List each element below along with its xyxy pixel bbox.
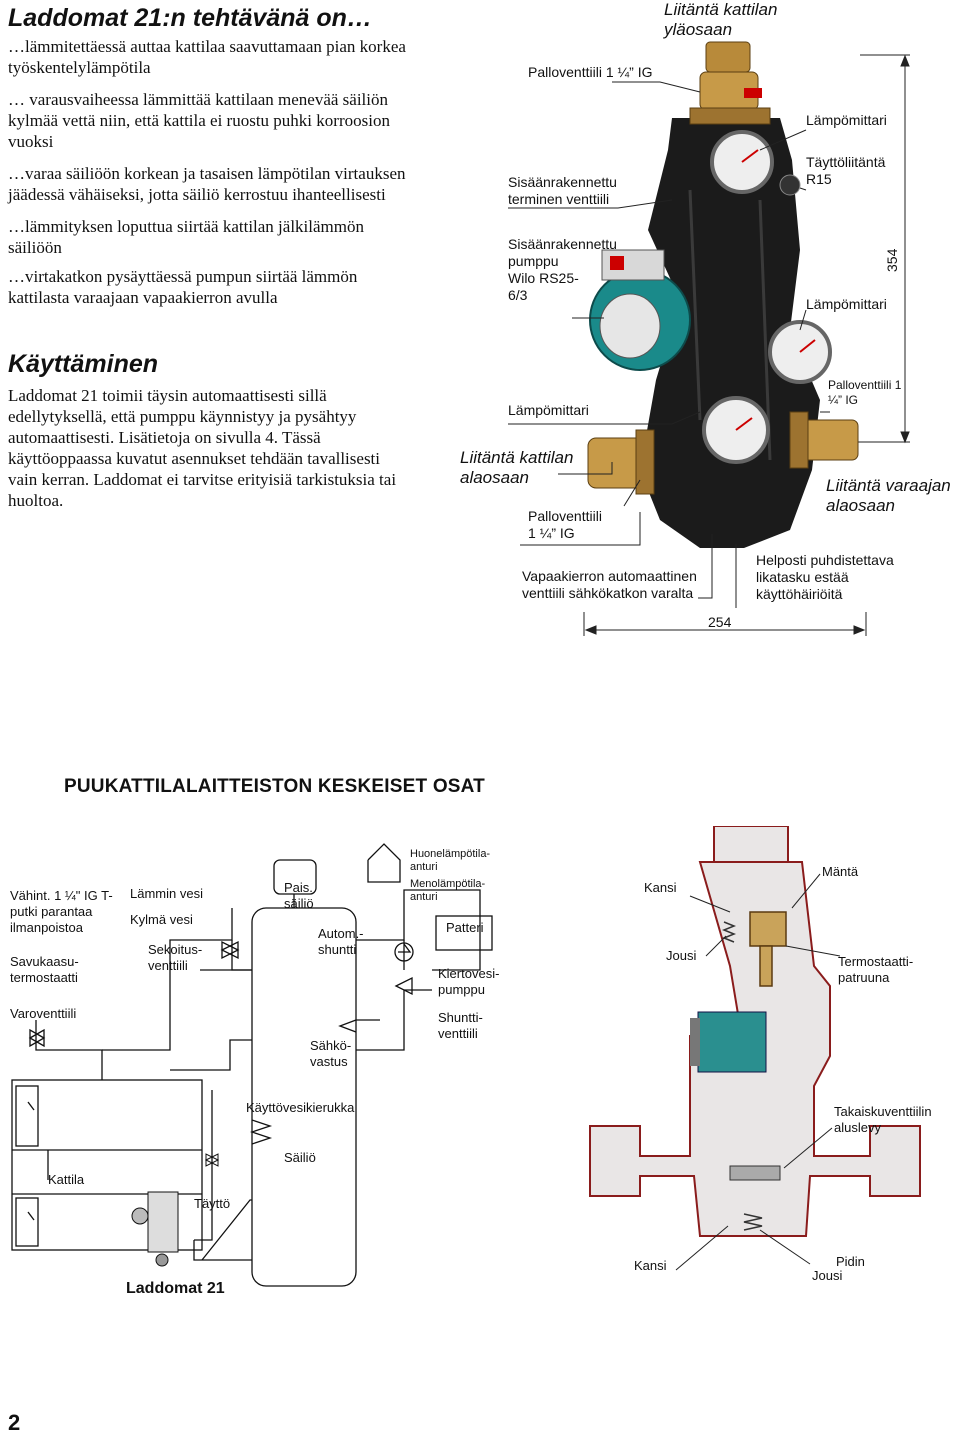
system-schematic-diagram	[11, 843, 493, 1287]
width-dimension-value: 254	[708, 614, 732, 630]
label-room-sensor: Huonelämpötila-anturi	[410, 848, 491, 873]
label-mixing-valve: Sekoitus­venttiili	[148, 942, 203, 973]
label-hot-water: Lämmin vesi	[130, 886, 203, 901]
thermometer-bottom	[702, 396, 770, 464]
radiator-shape	[435, 915, 493, 951]
label-ball-valve-right: Palloventtiili 1 ¼” IG	[828, 378, 902, 407]
spring-top	[721, 921, 737, 943]
label-exp-tank: Pais. säiliö	[284, 880, 314, 911]
thermometer-top	[710, 130, 774, 194]
label-ball-valve-bottom: Palloventtiili 1 ¼” IG	[528, 508, 602, 541]
label-easy-clean: Helposti puhdistettava likatasku estää k…	[756, 552, 894, 602]
label-cold-water: Kylmä vesi	[130, 912, 193, 927]
page-number: 2	[8, 1410, 21, 1435]
safety-valve-symbol	[28, 1028, 46, 1048]
task-item-1: …lämmitettäessä auttaa kattilaa saavutta…	[8, 37, 406, 77]
height-dimension-line	[808, 54, 910, 444]
label-t-pipe: Vähint. 1 ¼" IG T-putki parantaa ilmanpo…	[10, 888, 113, 935]
right-ball-valve	[789, 411, 859, 469]
label-spring-bottom: Jousi	[812, 1268, 843, 1283]
label-safety-valve: Varoventtiili	[10, 1006, 77, 1021]
top-port	[713, 826, 789, 863]
task-item-2: … varausvaiheessa lämmittää kattilaan me…	[8, 90, 390, 151]
label-flue-thermostat: Savukaasu­termostaatti	[10, 954, 79, 985]
label-lid-top: Kansi	[644, 880, 677, 895]
label-tank-connection: Liitäntä varaajan alaosaan	[826, 476, 951, 515]
laddomat-product-illustration	[508, 41, 910, 636]
usage-text: Laddomat 21 toimii täysin automaattisest…	[8, 386, 397, 510]
electric-heater	[338, 1019, 357, 1033]
left-ball-valve	[587, 429, 655, 495]
label-pump: Sisäänrakennettu pumppu Wilo RS25-6/3	[508, 236, 617, 303]
check-valve-seat	[729, 1165, 781, 1181]
mixing-valve-symbol	[220, 940, 240, 960]
label-circ-pump: Kiertovesi­pumppu	[438, 966, 500, 997]
pump-section	[690, 1011, 767, 1073]
circulation-pump	[589, 249, 691, 371]
thermometer-middle	[768, 320, 832, 384]
label-electric-heater: Sähkö­vastus	[310, 1038, 352, 1069]
thermostat-cartridge	[759, 945, 773, 987]
label-radiator: Patteri	[446, 920, 484, 935]
tasks-list: …lämmitettäessä auttaa kattilaa saavutta…	[8, 36, 408, 308]
top-ball-valve	[689, 41, 771, 125]
valve-body	[640, 118, 820, 548]
label-hot-water-coil: Käyttövesikierukka	[246, 1100, 355, 1115]
label-check-valve-seat: Takaiskuventtiilin aluslevy	[834, 1104, 932, 1135]
label-lid-bottom: Kansi	[634, 1258, 667, 1273]
label-thermostat-cartridge: Termostaatti­patruuna	[838, 954, 914, 985]
label-thermometer-3: Lämpömittari	[508, 402, 589, 418]
label-shunt-valve: Shuntti­venttiili	[438, 1010, 483, 1041]
expansion-tank-shape	[273, 859, 317, 895]
task-item-5: …virtakatkon pysäyttäessä pumpun siirtää…	[8, 267, 358, 307]
hot-water-coil	[249, 1119, 273, 1145]
label-filling: Täyttö	[194, 1196, 231, 1211]
label-spring-top: Jousi	[666, 948, 697, 963]
laddomat-cutaway-diagram	[589, 826, 921, 1271]
label-boiler: Kattila	[48, 1172, 85, 1187]
laddomat-symbol	[131, 1191, 179, 1267]
label-thermometer-2: Lämpömittari	[806, 296, 887, 312]
tasks-title: Laddomat 21:n tehtävänä on…	[8, 4, 372, 32]
label-top-connection: Liitäntä kattilan yläosaan	[664, 0, 778, 39]
circulation-pump-symbol	[394, 942, 414, 962]
label-auto-shunt: Autom.-shuntti	[318, 926, 364, 957]
label-flow-sensor: Menolämpötila-anturi	[410, 878, 486, 903]
usage-title: Käyttäminen	[8, 350, 159, 378]
width-dimension-line	[583, 612, 867, 636]
label-pin: Pidin	[836, 1254, 865, 1269]
label-laddomat: Laddomat 21	[126, 1280, 225, 1297]
label-bottom-connection: Liitäntä kattilan alaosaan	[460, 448, 574, 487]
label-filling-connection: Täyttöliitäntä R15	[806, 154, 886, 187]
label-free-circulation: Vapaakierron automaattinen venttiili säh…	[522, 568, 697, 601]
spring-bottom	[743, 1213, 763, 1231]
tank-shape	[251, 907, 357, 1287]
filling-plug	[779, 174, 801, 196]
task-item-3: …varaa säiliöön korkean ja tasaisen lämp…	[8, 164, 406, 204]
schematic-title: PUUKATTILALAITTEISTON KESKEISET OSAT	[64, 776, 485, 797]
label-thermostat-valve: Sisäänrakennettu terminen venttiili	[508, 174, 617, 207]
label-thermometer-1: Lämpömittari	[806, 112, 887, 128]
task-item-4: …lämmityksen loputtua siirtää kattilan j…	[8, 217, 364, 257]
label-piston: Mäntä	[822, 864, 859, 879]
label-ball-valve-top: Palloventtiili 1 ¼” IG	[528, 64, 653, 80]
piston	[749, 911, 787, 947]
height-dimension-value: 354	[884, 248, 900, 272]
label-tank: Säiliö	[284, 1150, 316, 1165]
boiler-shape	[11, 1079, 203, 1251]
room-sensor-house	[367, 843, 401, 883]
